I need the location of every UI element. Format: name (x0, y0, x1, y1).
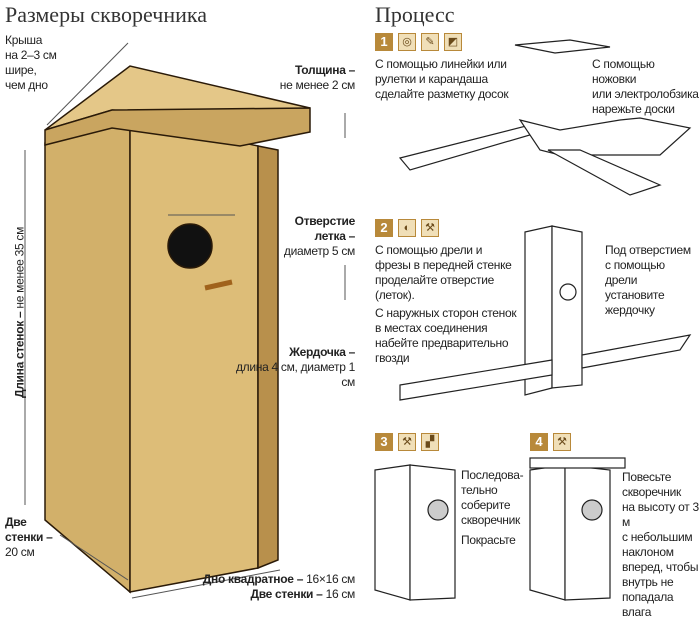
walls-length-note: Длина стенок – не менее 35 см (13, 208, 28, 418)
step-number: 4 (530, 433, 548, 451)
two-walls-label-2: стенки – (5, 530, 53, 544)
text-line: наклоном (622, 545, 674, 559)
hammer-icon: ⚒ (398, 433, 416, 451)
roof-note-line: Крыша (5, 33, 43, 47)
thickness-label: Толщина – (295, 63, 355, 77)
text-line: вперед, чтобы (622, 560, 699, 574)
hole-label: Отверстие (294, 214, 356, 228)
text-line: или электролобзика (592, 87, 699, 101)
text-line: гвозди (375, 351, 410, 365)
text-line: в местах соединения (375, 321, 488, 335)
text-line: соберите (461, 498, 511, 512)
roof-note-line: чем дно (5, 78, 48, 92)
hammer-icon: ⚒ (553, 433, 571, 451)
two-walls-value: 20 см (5, 545, 35, 559)
step-number: 3 (375, 433, 393, 451)
text-line: жердочку (605, 303, 655, 317)
birdhouse-illustration (44, 65, 311, 594)
text-line: С помощью ножовки (592, 57, 655, 86)
saw-icon: ◩ (444, 33, 462, 51)
thickness-note: Толщина –не менее 2 см (250, 63, 356, 93)
perch-value: длина 4 см, диаметр 1 см (235, 360, 355, 389)
hammer-icon: ⚒ (421, 219, 439, 237)
process-illustrations (374, 39, 692, 601)
bottom-walls-value: 16 см (322, 587, 356, 601)
bottom-label: Дно квадратное – (202, 572, 304, 586)
text-line: попадала влага (622, 590, 674, 619)
text-line: Повесьте (622, 470, 672, 484)
tape-measure-icon: ◎ (398, 33, 416, 51)
text-line: Последова- (461, 468, 524, 482)
bottom-walls-label: Две стенки – (250, 587, 323, 601)
perch-label: Жердочка – (289, 345, 355, 359)
text-line: С помощью линейки или (375, 57, 507, 71)
text-line: (леток). (375, 288, 415, 302)
step-number: 1 (375, 33, 393, 51)
text-line: установите (605, 288, 665, 302)
walls-label: Длина стенок – (12, 311, 27, 399)
text-line: С помощью дрели и (375, 243, 483, 257)
step-4-header: 4⚒ (530, 433, 571, 451)
pencil-icon: ✎ (421, 33, 439, 51)
text-line: фрезы в передней стенке (375, 258, 512, 272)
text-line: набейте предварительно (375, 336, 509, 350)
hole-value: диаметр 5 см (283, 244, 355, 258)
bottom-value: 16×16 см (303, 572, 355, 586)
perch-note: Жердочка –длина 4 см, диаметр 1 см (230, 345, 355, 390)
step-3-header: 3 ⚒ ▞ (375, 433, 439, 451)
step-2-header: 2 ◐ ⚒ (375, 219, 439, 237)
text-line: с небольшим (622, 530, 693, 544)
text-line: скворечник (461, 513, 520, 527)
text-line: с помощью дрели (605, 258, 665, 287)
hole-label-2: летка – (314, 229, 356, 243)
title-dimensions: Размеры скворечника (5, 2, 207, 27)
brush-icon: ▞ (421, 433, 439, 451)
text-line: скворечник (622, 485, 681, 499)
text-line: на высоту от 3 м (622, 500, 699, 529)
drill-icon: ◐ (398, 219, 416, 237)
text-line: С наружных сторон стенок (375, 306, 517, 320)
text-line: сделайте разметку досок (375, 87, 509, 101)
title-process: Процесс (375, 2, 455, 27)
text-line: Под отверстием (605, 243, 691, 257)
text-line: проделайте отверстие (375, 273, 494, 287)
text-line: рулетки и карандаша (375, 72, 488, 86)
text-line: Покрасьте (461, 533, 516, 547)
step-number: 2 (375, 219, 393, 237)
roof-note-line: на 2–3 см (5, 48, 57, 62)
walls-value: не менее 35 см (12, 226, 27, 312)
text-line: нарежьте доски (592, 102, 675, 116)
two-walls-label: Две (5, 515, 27, 529)
roof-note-line: шире, (5, 63, 37, 77)
text-line: внутрь не (622, 575, 674, 589)
thickness-value: не менее 2 см (279, 78, 356, 92)
text-line: тельно (461, 483, 498, 497)
step-1-header: 1 ◎ ✎ ◩ (375, 33, 462, 51)
